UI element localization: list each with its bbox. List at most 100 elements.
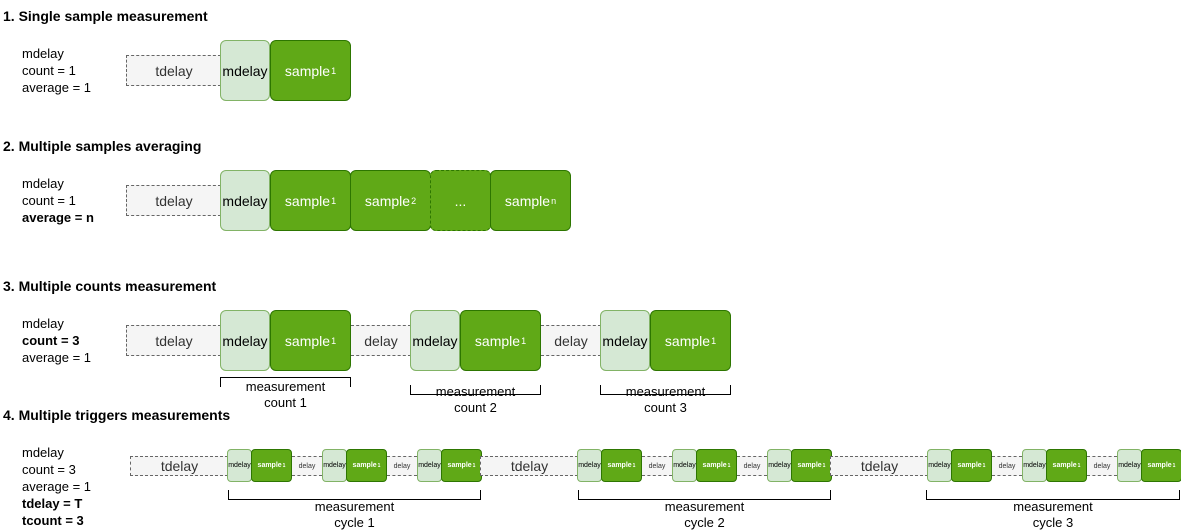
delay-block: delay <box>292 456 322 476</box>
sample-subscript: 1 <box>331 195 337 206</box>
sample-label: sample <box>284 332 331 349</box>
mdelay-block: mdelay <box>672 449 697 482</box>
param-average: average = n <box>22 210 94 225</box>
delay-block: delay <box>642 456 672 476</box>
section-1-params: mdelay count = 1 average = 1 <box>22 45 91 96</box>
cycle-2-bracket <box>578 490 831 500</box>
label-line-2: cycle 1 <box>334 515 375 530</box>
label-line-2: cycle 2 <box>684 515 725 530</box>
delay-block: delay <box>387 456 417 476</box>
count-2-label: measurement count 2 <box>410 384 541 416</box>
param-mdelay: mdelay <box>22 316 64 331</box>
section-3-params: mdelay count = 3 average = 1 <box>22 315 91 366</box>
delay-block: delay <box>1087 456 1117 476</box>
param-average: average = 1 <box>22 479 92 494</box>
mdelay-block: mdelay <box>1022 449 1047 482</box>
label-line-2: count 1 <box>264 395 307 410</box>
sample-subscript: n <box>551 195 557 206</box>
count-3-bracket <box>600 385 731 395</box>
tdelay-block: tdelay <box>126 55 221 86</box>
cycle-2-label: measurement cycle 2 <box>578 499 831 531</box>
label-line-1: measurement <box>625 384 706 399</box>
sample-subscript: 1 <box>331 335 337 346</box>
count-1-label: measurement count 1 <box>220 379 351 411</box>
label-line-2: cycle 3 <box>1032 515 1074 530</box>
sample-label: sample <box>364 192 411 209</box>
sample-label: sample <box>607 462 632 469</box>
section-2-params: mdelay count = 1 average = n <box>22 175 94 226</box>
sample-subscript: 1 <box>521 335 527 346</box>
sample-subscript: 1 <box>282 462 286 469</box>
mdelay-block: mdelay <box>577 449 602 482</box>
count-1-bracket <box>220 377 351 387</box>
mdelay-block: mdelay <box>767 449 792 482</box>
sample-label: sample <box>797 462 822 469</box>
sample-label: sample <box>1052 462 1077 469</box>
label-line-2: count 2 <box>454 400 497 415</box>
param-count: count = 3 <box>22 462 76 477</box>
section-2-title: 2. Multiple samples averaging <box>3 138 202 154</box>
param-count: count = 1 <box>22 193 76 208</box>
mdelay-block: mdelay <box>417 449 442 482</box>
param-count: count = 1 <box>22 63 76 78</box>
cycle-1-label: measurement cycle 1 <box>228 499 481 531</box>
sample-subscript: 1 <box>727 462 731 469</box>
label-line-2: count 3 <box>644 400 687 415</box>
section-4-params: mdelay count = 3 average = 1 tdelay = T … <box>22 444 91 529</box>
label-line-1: measurement <box>314 499 395 514</box>
count-2-bracket <box>410 385 541 395</box>
sample-subscript: 1 <box>822 462 826 469</box>
cycle-3-bracket <box>926 490 1180 500</box>
label-line-1: measurement <box>435 384 516 399</box>
sample-label: sample <box>957 462 982 469</box>
section-3-title: 3. Multiple counts measurement <box>3 278 217 294</box>
mdelay-block: mdelay <box>322 449 347 482</box>
tdelay-block: tdelay <box>480 456 578 476</box>
mdelay-block: mdelay <box>227 449 252 482</box>
cycle-3-label: measurement cycle 3 <box>926 499 1180 531</box>
label-line-1: measurement <box>245 379 326 394</box>
sample-subscript: 1 <box>331 65 337 76</box>
count-3-label: measurement count 3 <box>600 384 731 416</box>
mdelay-block: mdelay <box>1117 449 1142 482</box>
sample-label: sample <box>284 62 331 79</box>
mdelay-block: mdelay <box>927 449 952 482</box>
delay-block: delay <box>541 325 601 356</box>
sample-subscript: 1 <box>472 462 476 469</box>
param-average: average = 1 <box>22 80 92 95</box>
sample-label: sample <box>447 462 472 469</box>
sample-subscript: 1 <box>711 335 717 346</box>
label-line-1: measurement <box>664 499 745 514</box>
param-tcount: tcount = 3 <box>22 513 84 528</box>
tdelay-block: tdelay <box>130 456 228 476</box>
sample-label: sample <box>284 192 331 209</box>
mdelay-block: mdelay <box>220 170 270 231</box>
tdelay-block: tdelay <box>126 325 221 356</box>
sample-label: sample <box>504 192 551 209</box>
cycle-1-bracket <box>228 490 481 500</box>
mdelay-block: mdelay <box>220 310 270 371</box>
param-average: average = 1 <box>22 350 92 365</box>
tdelay-block: tdelay <box>126 185 221 216</box>
ellipsis-block: ... <box>430 170 491 231</box>
delay-block: delay <box>992 456 1022 476</box>
sample-subscript: 1 <box>1172 462 1176 469</box>
tdelay-block: tdelay <box>830 456 928 476</box>
sample-subscript: 1 <box>982 462 986 469</box>
sample-label: sample <box>664 332 711 349</box>
sample-label: sample <box>1147 462 1172 469</box>
